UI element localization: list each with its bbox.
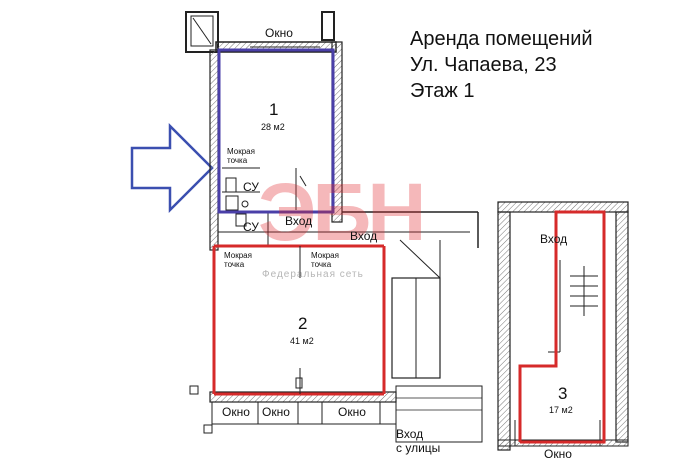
room2-number: 2: [298, 314, 308, 333]
window-label-bottom-1: Окно: [222, 405, 250, 419]
room2-area: 41 м2: [290, 336, 314, 346]
bathroom-label-2: СУ: [243, 220, 259, 234]
title-line-3: Этаж 1: [410, 80, 475, 102]
ventilation-shaft: [185, 11, 219, 53]
room1-area: 28 м2: [261, 122, 285, 132]
room2-interior: [295, 246, 303, 394]
room1-outline: [217, 48, 335, 214]
watermark-caption: Федеральная сеть: [262, 269, 364, 280]
entrance-label-corridor: Вход: [350, 229, 378, 243]
room2-wet-point-left: Мокрая точка: [224, 251, 252, 269]
direction-arrow: [130, 122, 214, 214]
room3-number: 3: [558, 384, 568, 403]
room3-area: 17 м2: [549, 405, 573, 415]
window-label-top: Окно: [265, 26, 293, 40]
window-label-bottom-2: Окно: [262, 405, 290, 419]
title-line-1: Аренда помещений: [410, 28, 593, 50]
room1-interior: [222, 167, 307, 246]
room1-number: 1: [269, 100, 279, 119]
title-block: Аренда помещений Ул. Чапаева, 23 Этаж 1: [410, 26, 593, 104]
title-line-2: Ул. Чапаева, 23: [410, 54, 557, 76]
pillar-top: [321, 11, 335, 41]
room1-wet-point: Мокрая точка: [227, 147, 255, 165]
room2-wet-point-right: Мокрая точка: [311, 251, 339, 269]
watermark-logo: ЭБН: [258, 167, 426, 258]
street-entrance-label: Вход с улицы: [396, 427, 441, 455]
entrance-label-room1: Вход: [285, 214, 313, 228]
room2-outline: [212, 244, 386, 396]
room3-outline: [518, 210, 606, 444]
bathroom-label-1: СУ: [243, 180, 259, 194]
entrance-label-room3: Вход: [540, 232, 568, 246]
window-label-bottom-3: Окно: [338, 405, 366, 419]
window-label-room3: Окно: [544, 447, 572, 461]
